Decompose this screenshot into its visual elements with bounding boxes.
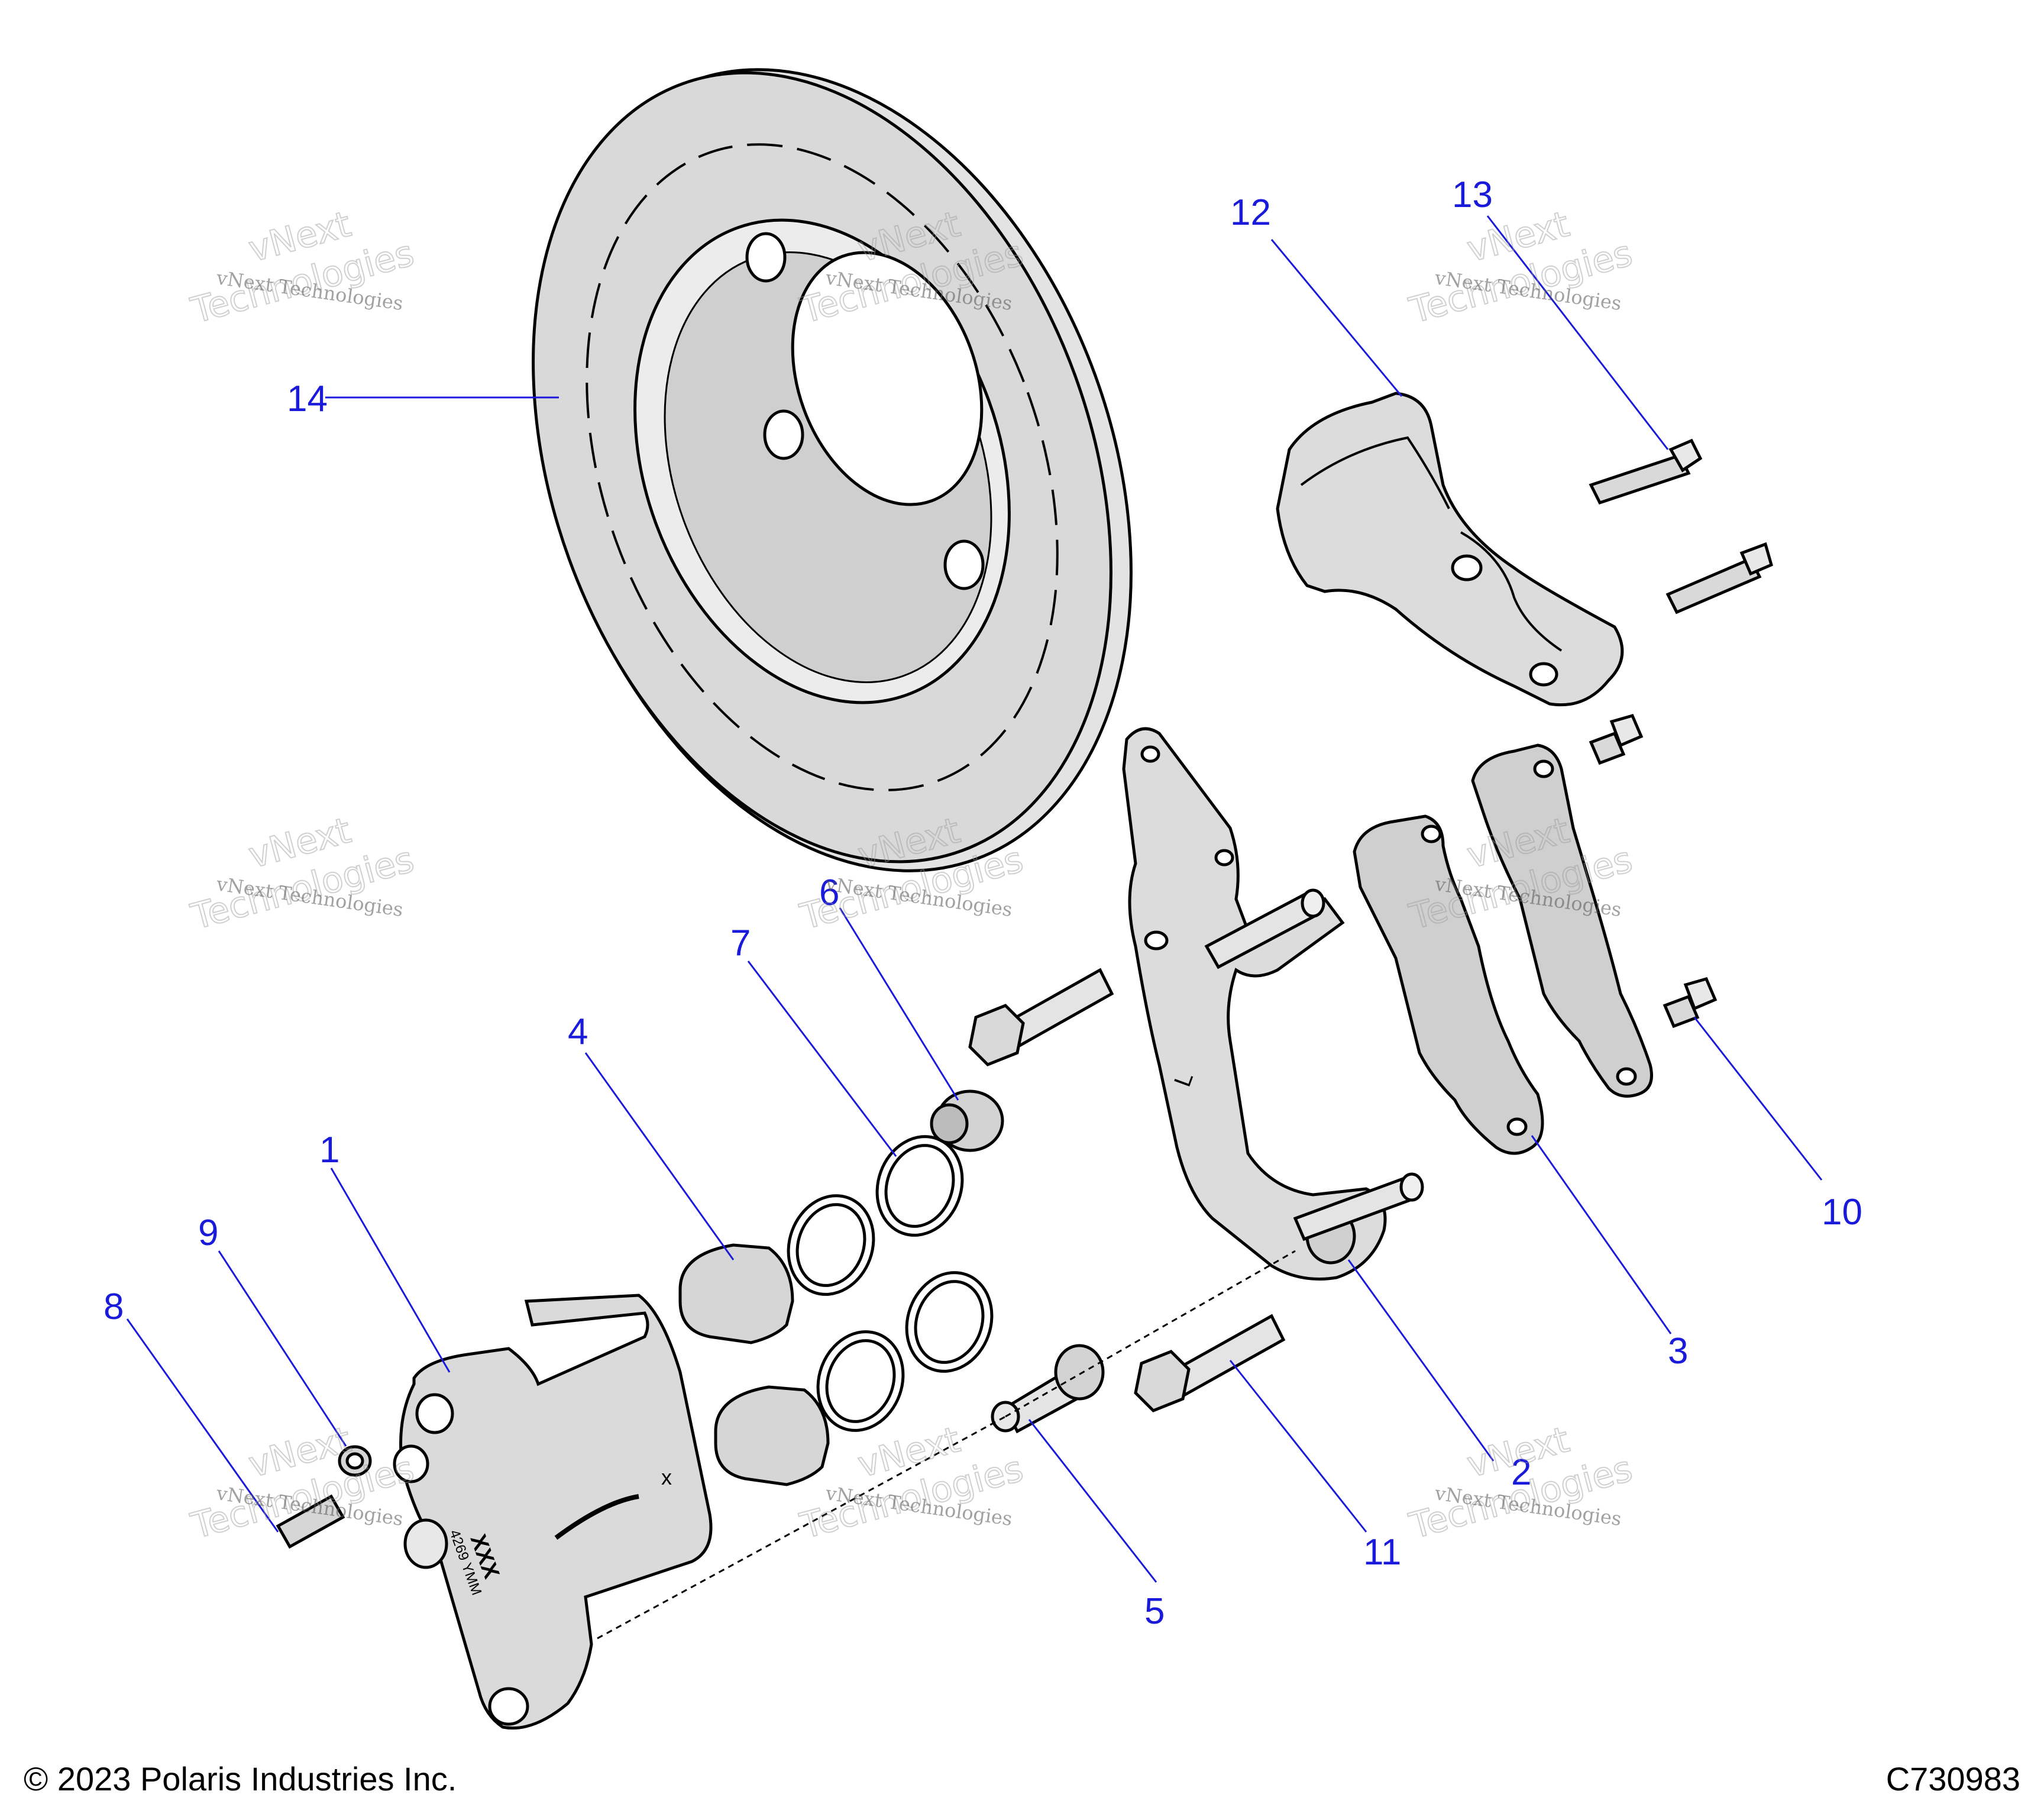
callout-3: 3 [1668, 1331, 1688, 1372]
watermark-3: vNext Technologies vNext Technologies [1405, 203, 1637, 332]
leader-lines [126, 215, 1823, 1583]
bracket-bolts [1589, 438, 1774, 615]
copyright-notice: © 2023 Polaris Industries Inc. [24, 1760, 457, 1797]
callout-14: 14 [287, 379, 328, 419]
bleeder-parts [276, 1445, 372, 1549]
callout-2: 2 [1511, 1452, 1531, 1493]
brake-pads [1353, 743, 1653, 1155]
watermark-4: vNext Technologies vNext Technologies [186, 809, 419, 939]
callout-1: 1 [319, 1130, 339, 1171]
caliper-carrier: L [1122, 727, 1424, 1281]
callout-8: 8 [104, 1286, 124, 1327]
callout-7: 7 [730, 923, 751, 964]
callout-4: 4 [568, 1011, 588, 1052]
pad-bolts [1589, 713, 1718, 1029]
caliper-bolts-and-pins [930, 968, 1286, 1434]
mount-bracket [1276, 392, 1624, 707]
caliper-pistons [678, 1243, 830, 1486]
callout-11: 11 [1363, 1532, 1401, 1573]
alignment-lines [597, 1250, 1296, 1640]
watermark-9: vNext Technologies vNext Technologies [1405, 1418, 1637, 1548]
callout-12: 12 [1230, 192, 1271, 233]
piston-seals [787, 1135, 994, 1432]
callout-numbers: 1 2 3 4 5 6 7 8 9 10 11 12 13 14 [104, 174, 1862, 1632]
callout-13: 13 [1452, 174, 1493, 215]
brake-disc [532, 68, 1133, 872]
callout-5: 5 [1144, 1591, 1165, 1632]
caliper-x-mark: x [661, 1465, 672, 1489]
callout-10: 10 [1822, 1192, 1862, 1233]
drawing-number: C730983 [1885, 1760, 2020, 1797]
callout-6: 6 [819, 872, 839, 913]
caliper-body: XXX 4269 YMM x [393, 1294, 713, 1730]
callout-9: 9 [198, 1213, 218, 1253]
watermark-8: vNext Technologies vNext Technologies [795, 1418, 1028, 1548]
watermark-1: vNext Technologies vNext Technologies [186, 203, 419, 332]
